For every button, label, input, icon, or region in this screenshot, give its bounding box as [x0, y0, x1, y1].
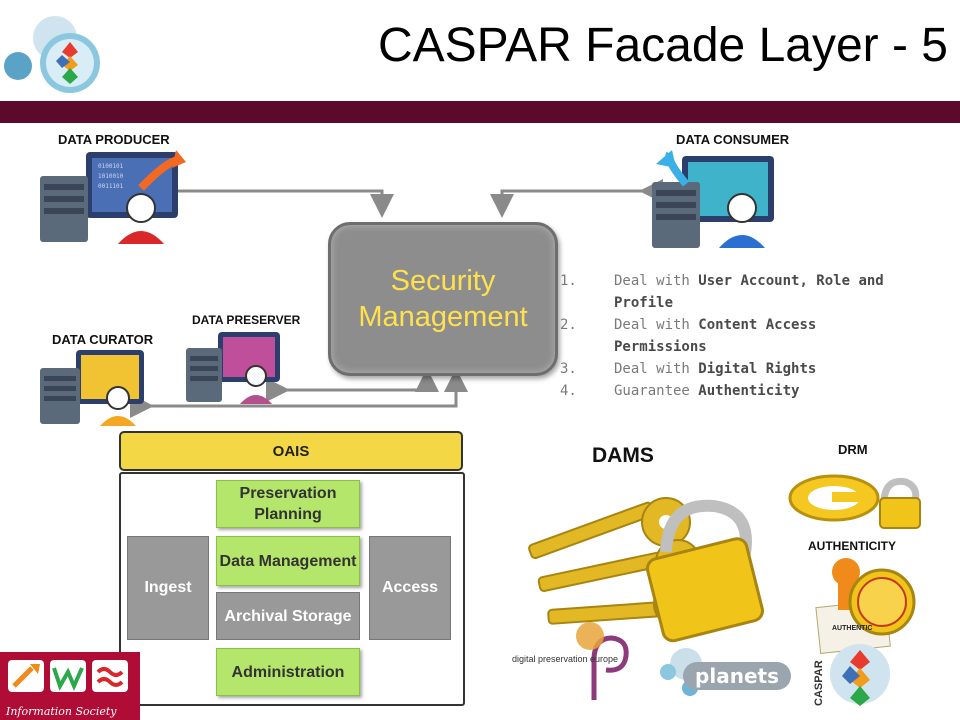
duty-item: 3.Deal with Digital Rights: [560, 361, 817, 377]
data-consumer-label: DATA CONSUMER: [676, 132, 790, 147]
administration-box: Administration: [216, 648, 360, 696]
data-management-box: Data Management: [216, 536, 360, 586]
data-preserver-label: DATA PRESERVER: [192, 313, 301, 327]
info-society-text: Information Society: [6, 705, 117, 718]
svg-text:1010010: 1010010: [98, 173, 124, 180]
security-duties-list: 1.Deal with User Account, Role and Profi…: [560, 270, 900, 402]
security-title-line1: Security: [390, 265, 496, 297]
title-divider-bar: [0, 101, 960, 123]
caspar-vertical-text: CASPAR: [813, 660, 825, 706]
caspar-logo-icon: [4, 16, 100, 93]
keys-padlock-icon: [528, 497, 764, 643]
drm-copyright-lock-icon: [788, 474, 921, 529]
archival-storage-box: Archival Storage: [216, 592, 360, 640]
data-curator-computer-icon: [40, 350, 144, 426]
planets-logo: planets: [683, 662, 791, 690]
page-title: CASPAR Facade Layer - 5: [377, 19, 948, 72]
duty-item: 4.Guarantee Authenticity: [560, 383, 800, 399]
data-producer-computer-icon: 0100101 1010010 0011101: [40, 150, 186, 244]
access-box: Access: [369, 536, 451, 640]
authentic-card-text: AUTHENTIC: [832, 625, 873, 632]
svg-text:CASPAR: CASPAR: [813, 660, 825, 706]
svg-text:0011101: 0011101: [98, 183, 124, 190]
authenticity-stamp-icon: [815, 558, 916, 654]
info-society-symbols-icon: [8, 660, 128, 692]
information-society-logo: Information Society: [0, 652, 140, 720]
svg-text:0100101: 0100101: [98, 163, 124, 170]
preservation-planning-box: Preservation Planning: [216, 480, 360, 528]
security-title-line2: Management: [358, 301, 528, 333]
drm-label: DRM: [838, 442, 868, 457]
caspar-bottom-logo-icon: [830, 644, 890, 706]
security-management-box: Security Management: [328, 222, 558, 376]
data-preserver-computer-icon: [186, 332, 280, 404]
planets-logo-text: planets: [695, 664, 779, 688]
data-producer-label: DATA PRODUCER: [58, 132, 170, 147]
duty-item: 1.Deal with User Account, Role and Profi…: [560, 273, 884, 311]
ingest-box: Ingest: [127, 536, 209, 640]
dpe-rho-logo-icon: [576, 622, 629, 700]
oais-header: OAIS: [119, 431, 463, 471]
dpe-logo-text: digital preservation europe: [512, 654, 619, 664]
dams-label: DAMS: [592, 444, 654, 467]
data-curator-label: DATA CURATOR: [52, 332, 154, 347]
duty-item: 2.Deal with Content Access Permissions: [560, 317, 817, 355]
authenticity-label: AUTHENTICITY: [808, 539, 896, 553]
data-consumer-computer-icon: [652, 150, 774, 248]
